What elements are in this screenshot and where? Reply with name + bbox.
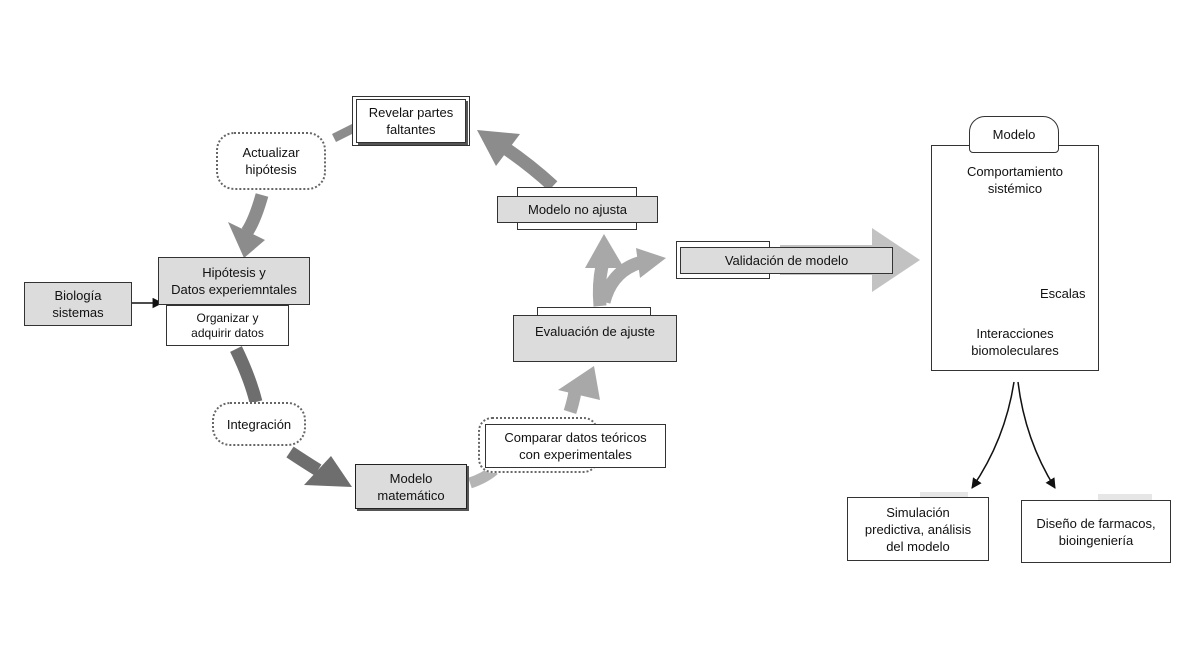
validacion-box: Validación de modelo: [680, 247, 893, 274]
noajusta-box: Modelo no ajusta: [497, 196, 658, 223]
modelo-matematico-label: Modelo matemático: [377, 470, 445, 503]
arrowhead-integracion-modelo: [304, 456, 352, 487]
comparar-box: Comparar datos teóricos con experimental…: [485, 424, 666, 468]
diseno-tab: [1098, 494, 1152, 504]
arrowhead-comparar-evaluacion: [558, 366, 600, 400]
interacciones-label: Interacciones biomoleculares: [971, 326, 1059, 358]
model-title: Modelo: [992, 127, 1036, 142]
modelo-matematico-box: Modelo matemático: [355, 464, 467, 509]
revelar-box: Revelar partes faltantes: [356, 99, 466, 143]
biologia-box: Biología sistemas: [24, 282, 132, 326]
integracion-node: Integración: [212, 402, 306, 446]
arrowhead-evaluacion-noajusta: [585, 234, 624, 268]
integracion-label: Integración: [226, 416, 292, 432]
arrow-model-diseno: [1017, 381, 1056, 489]
hipotesis-label: Hipótesis y Datos experiemntales: [171, 265, 297, 297]
model-title-tab: Modelo: [969, 116, 1059, 153]
actualizar-label: Actualizar hipótesis: [242, 145, 300, 177]
validacion-label: Validación de modelo: [724, 253, 849, 268]
arrow-noajusta-revelar: [501, 142, 558, 191]
model-panel: [931, 145, 1099, 371]
comparar-label: Comparar datos teóricos con experimental…: [504, 430, 647, 462]
arrow-evaluacion-noajusta: [592, 264, 609, 307]
biologia-label: Biología sistemas: [52, 288, 104, 320]
evaluacion-label: Evaluación de ajuste: [535, 324, 655, 339]
simulacion-label: Simulación predictiva, análisis del mode…: [864, 504, 972, 554]
hipotesis-box: Hipótesis y Datos experiemntales: [158, 257, 310, 305]
noajusta-label: Modelo no ajusta: [527, 202, 627, 217]
arrowhead-actualizar-hipotesis: [228, 222, 265, 258]
arrow-model-simulacion: [971, 381, 1015, 489]
diseno-label: Diseño de farmacos, bioingeniería: [1036, 515, 1156, 548]
escalas-label: Escalas: [1040, 286, 1086, 301]
arrowhead-noajusta-revelar: [477, 130, 520, 166]
organizar-label: Organizar y adquirir datos: [191, 310, 264, 340]
actualizar-node: Actualizar hipótesis: [216, 132, 326, 190]
arrow-revelar-actualizar: [332, 124, 356, 142]
arrow-actualizar-hipotesis: [241, 193, 269, 236]
arrow-integracion-modelo: [286, 446, 322, 476]
arrow-organizar-integracion: [230, 346, 263, 404]
organizar-box: Organizar y adquirir datos: [166, 305, 289, 346]
simulacion-box: Simulación predictiva, análisis del mode…: [847, 497, 989, 561]
comportamiento-label: Comportamiento sistémico: [966, 164, 1064, 196]
evaluacion-box: Evaluación de ajuste: [513, 315, 677, 362]
diseno-box: Diseño de farmacos, bioingeniería: [1021, 500, 1171, 563]
revelar-label: Revelar partes faltantes: [368, 105, 454, 137]
arrowhead-evaluacion-validacion: [636, 248, 666, 278]
arrow-evaluacion-validacion: [597, 255, 644, 304]
